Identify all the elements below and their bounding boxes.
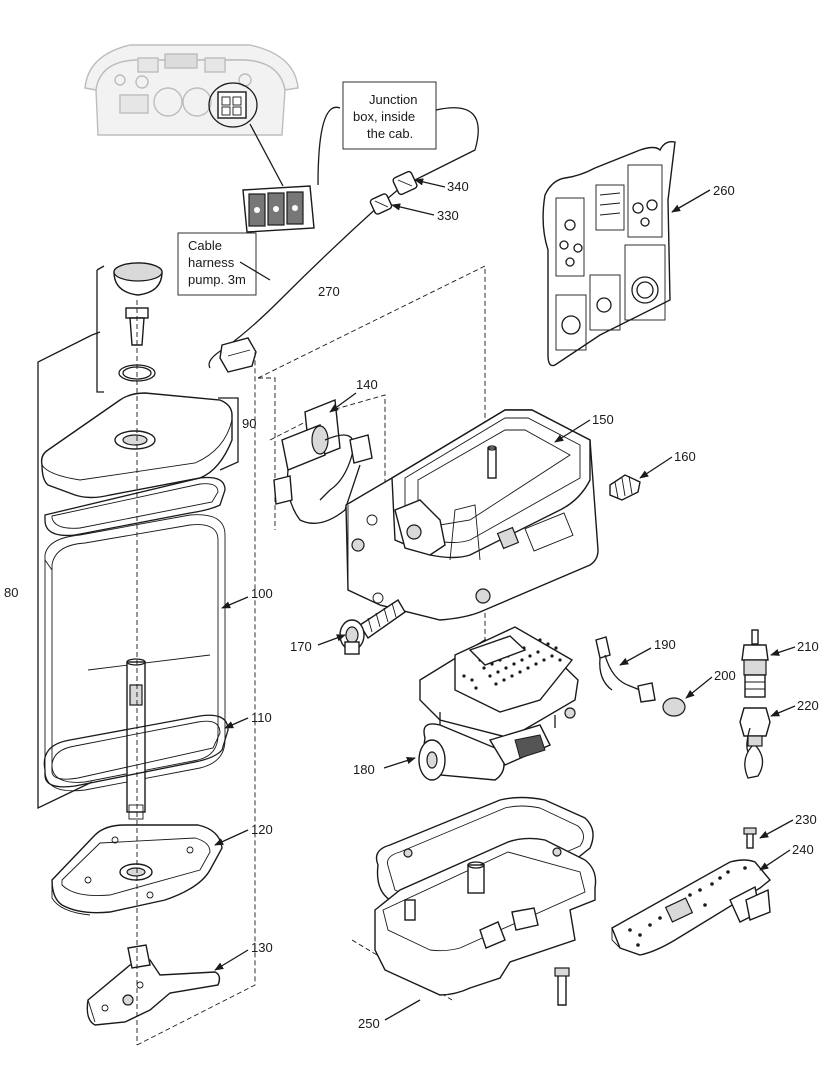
part-labels: 80 90 100 110 120 130 140 150 160 170 18… bbox=[4, 179, 819, 1031]
fitting-160 bbox=[609, 474, 641, 501]
label-160: 160 bbox=[674, 449, 696, 464]
label-260: 260 bbox=[713, 183, 735, 198]
label-250: 250 bbox=[358, 1016, 380, 1031]
label-150: 150 bbox=[592, 412, 614, 427]
reservoir-lid-90 bbox=[40, 392, 239, 499]
screw-230 bbox=[743, 827, 757, 849]
note-junction-box: Junction box, inside the cab. bbox=[342, 81, 437, 150]
mount-bracket-130 bbox=[86, 944, 221, 1026]
label-190: 190 bbox=[654, 637, 676, 652]
seal-kit-260 bbox=[542, 140, 676, 367]
tank-gasket-110 bbox=[43, 714, 229, 788]
valve-210 bbox=[741, 629, 769, 698]
lower-housing-250 bbox=[374, 796, 597, 1006]
pump-plug bbox=[219, 337, 257, 373]
label-100: 100 bbox=[251, 586, 273, 601]
label-270: 270 bbox=[318, 284, 340, 299]
lid-gasket bbox=[44, 476, 226, 537]
circuit-board-240 bbox=[611, 859, 771, 956]
svg-text:pump. 3m: pump. 3m bbox=[188, 272, 246, 287]
svg-text:the cab.: the cab. bbox=[367, 126, 413, 141]
connector-340 bbox=[392, 170, 418, 196]
sensor-220 bbox=[739, 707, 771, 779]
valve-170 bbox=[339, 599, 406, 655]
bracket-80 bbox=[37, 331, 101, 810]
svg-text:box, inside: box, inside bbox=[353, 109, 415, 124]
switch-panel bbox=[242, 123, 315, 233]
cab-dashboard bbox=[84, 44, 299, 136]
sensor-cable-190 bbox=[595, 636, 656, 703]
label-210: 210 bbox=[797, 639, 819, 654]
label-90: 90 bbox=[242, 416, 256, 431]
label-80: 80 bbox=[4, 585, 18, 600]
connector-140 bbox=[273, 399, 373, 524]
label-140: 140 bbox=[356, 377, 378, 392]
motor-assembly-180 bbox=[418, 626, 579, 781]
label-170: 170 bbox=[290, 639, 312, 654]
plug-200 bbox=[662, 697, 686, 717]
label-130: 130 bbox=[251, 940, 273, 955]
label-240: 240 bbox=[792, 842, 814, 857]
label-120: 120 bbox=[251, 822, 273, 837]
cable-harness bbox=[208, 106, 479, 373]
label-230: 230 bbox=[795, 812, 817, 827]
filler-cap bbox=[96, 262, 163, 393]
pump-housing-150 bbox=[345, 409, 599, 621]
leader-lines bbox=[214, 178, 796, 1021]
svg-text:Cable: Cable bbox=[188, 238, 222, 253]
label-340: 340 bbox=[447, 179, 469, 194]
connector-330 bbox=[369, 193, 393, 215]
label-220: 220 bbox=[797, 698, 819, 713]
svg-text:Junction: Junction bbox=[369, 92, 417, 107]
label-110: 110 bbox=[251, 710, 272, 725]
label-180: 180 bbox=[353, 762, 375, 777]
label-330: 330 bbox=[437, 208, 459, 223]
svg-text:harness: harness bbox=[188, 255, 235, 270]
label-200: 200 bbox=[714, 668, 736, 683]
